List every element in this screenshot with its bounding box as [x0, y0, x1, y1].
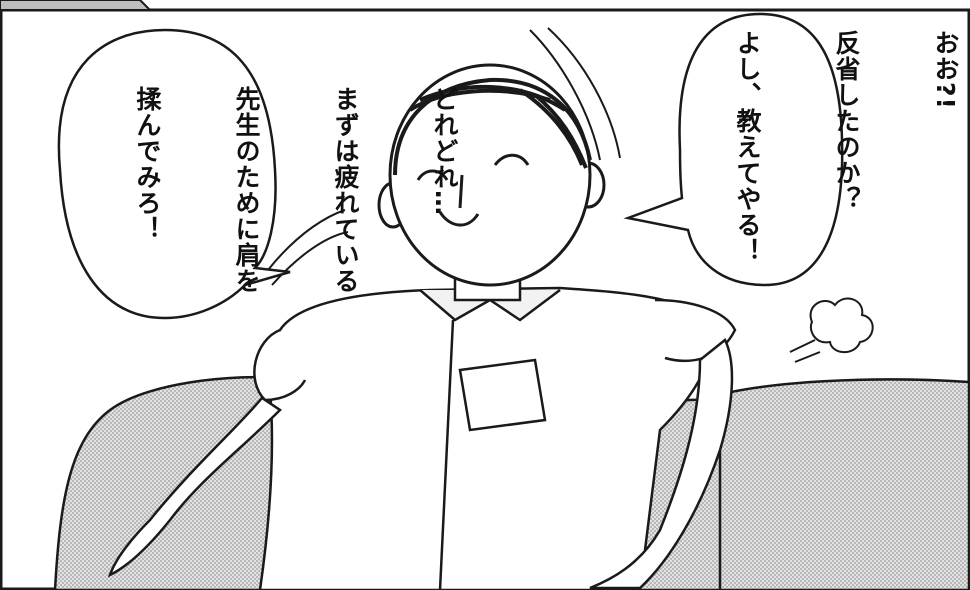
speech-right-line: おお?!	[931, 30, 960, 110]
speech-right-line: よし、教えてやる！	[733, 30, 762, 264]
head	[377, 63, 606, 287]
speech-left-line: まずは疲れている	[331, 86, 360, 294]
speech-left-line: 先生のために肩を	[232, 86, 261, 294]
speech-left-line: 揉んでみろ！	[133, 86, 162, 242]
speech-text-right: おお?! 反省したのか？ よし、教えてやる！	[698, 30, 970, 264]
shirt	[253, 286, 737, 590]
speech-left-line: どれどれ…	[430, 86, 459, 216]
panel-top-corner-tab	[0, 0, 153, 11]
speech-bubble-left	[57, 28, 291, 320]
speech-text-left: どれどれ… まずは疲れている 先生のために肩を 揉んでみろ！	[98, 86, 527, 294]
arms	[107, 338, 734, 590]
face	[416, 153, 530, 227]
speech-bubble-right	[623, 12, 844, 287]
breath-puff	[789, 297, 874, 363]
hair	[393, 77, 592, 176]
speech-right-line: 反省したのか？	[832, 30, 861, 212]
